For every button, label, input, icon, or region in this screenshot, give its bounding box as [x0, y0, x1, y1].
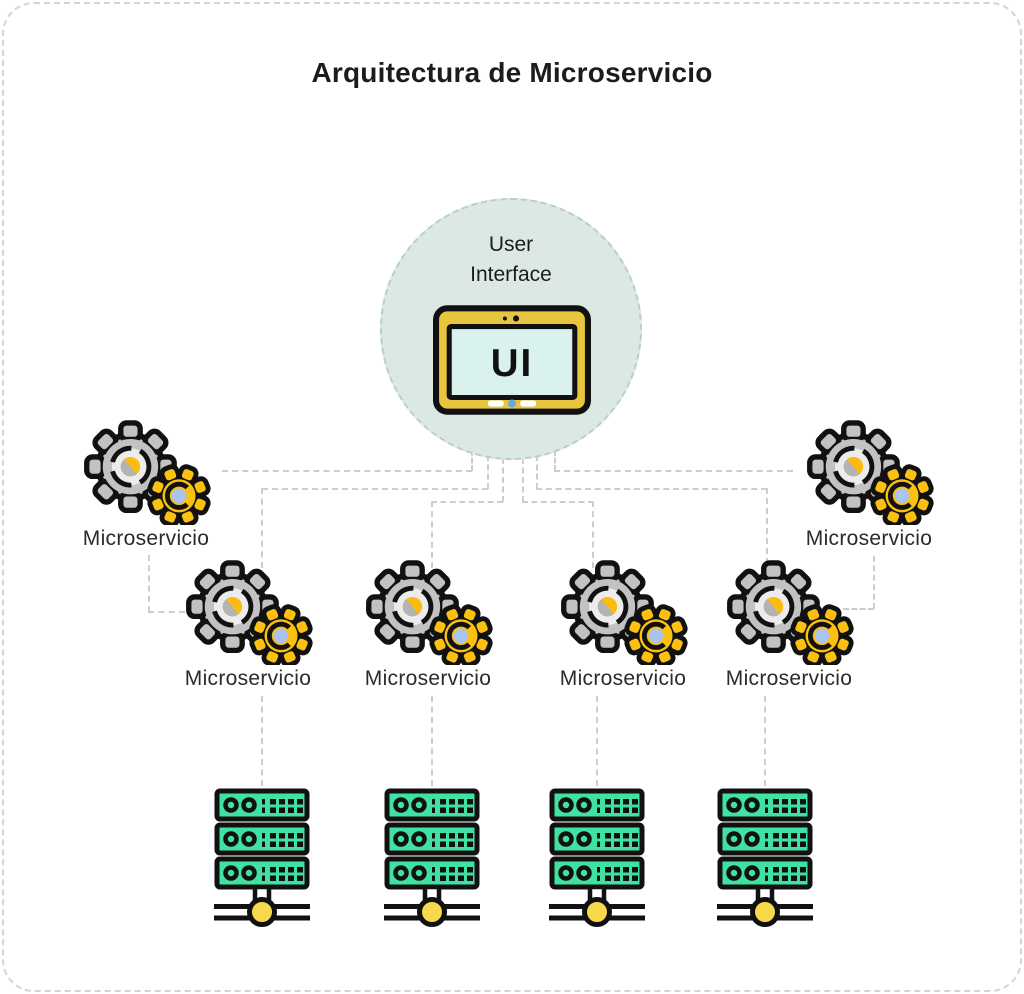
- server-rack-icon: [214, 788, 310, 930]
- connector-ui-ms1-drop: [261, 488, 263, 568]
- user-interface-label: User Interface: [382, 230, 640, 290]
- microservice-node-mid-2: Microservicio: [338, 560, 518, 691]
- connector-ms3-server3: [596, 696, 598, 786]
- connector-ui-ms3-stub: [522, 458, 524, 502]
- microservice-node-mid-3: Microservicio: [533, 560, 713, 691]
- microservice-label: Microservicio: [184, 667, 312, 690]
- gears-icon: [360, 560, 496, 665]
- server-node-2: [384, 788, 480, 935]
- microservice-label: Microservicio: [82, 527, 210, 550]
- connector-ui-ms2-stub: [502, 458, 504, 502]
- server-rack-icon: [717, 788, 813, 930]
- server-node-1: [214, 788, 310, 935]
- connector-topright-ms4-h: [843, 608, 874, 610]
- microservice-label: Microservicio: [364, 667, 492, 690]
- microservice-node-mid-1: Microservicio: [158, 560, 338, 691]
- tablet-screen-text: UI: [491, 342, 534, 385]
- gears-icon: [555, 560, 691, 665]
- connector-ui-ms4-drop: [766, 488, 768, 564]
- connector-topleft-ms1-h: [148, 611, 185, 613]
- microservice-node-mid-4: Microservicio: [699, 560, 879, 691]
- connector-ms2-server2: [431, 696, 433, 786]
- connector-ms4-server4: [764, 696, 766, 786]
- server-node-3: [549, 788, 645, 935]
- user-interface-label-line1: User: [488, 233, 534, 256]
- connector-topleft-ms1-v: [148, 555, 150, 612]
- gears-icon: [721, 560, 857, 665]
- user-interface-label-line2: Interface: [470, 263, 552, 286]
- connector-ui-ms2: [431, 501, 503, 503]
- gears-icon: [78, 420, 214, 525]
- user-interface-node: User Interface UI: [380, 198, 642, 460]
- gears-icon: [801, 420, 937, 525]
- connector-ui-ms2-drop: [431, 501, 433, 568]
- connector-ui-ms4: [536, 488, 767, 490]
- connector-topright-ms4-v: [873, 556, 875, 609]
- server-rack-icon: [549, 788, 645, 930]
- connector-ui-ms-topleft-stub: [471, 450, 473, 471]
- server-rack-icon: [384, 788, 480, 930]
- microservice-node-top-right: Microservicio: [779, 420, 959, 551]
- connector-ui-ms3-drop: [592, 501, 594, 568]
- connector-ui-ms-topleft: [222, 470, 472, 472]
- connector-ui-ms1-stub: [487, 455, 489, 489]
- connector-ui-ms-topright-stub: [554, 450, 556, 471]
- connector-ui-ms1: [262, 488, 488, 490]
- server-node-4: [717, 788, 813, 935]
- gears-icon: [180, 560, 316, 665]
- tablet-icon: UI: [433, 305, 591, 415]
- microservice-label: Microservicio: [805, 527, 933, 550]
- microservice-label: Microservicio: [725, 667, 853, 690]
- connector-ui-ms4-stub: [536, 455, 538, 489]
- microservice-label: Microservicio: [559, 667, 687, 690]
- microservice-node-top-left: Microservicio: [56, 420, 236, 551]
- diagram-title: Arquitectura de Microservicio: [311, 57, 713, 88]
- connector-ui-ms-topright: [554, 470, 793, 472]
- connector-ms1-server1: [261, 696, 263, 786]
- connector-ui-ms3: [522, 501, 594, 503]
